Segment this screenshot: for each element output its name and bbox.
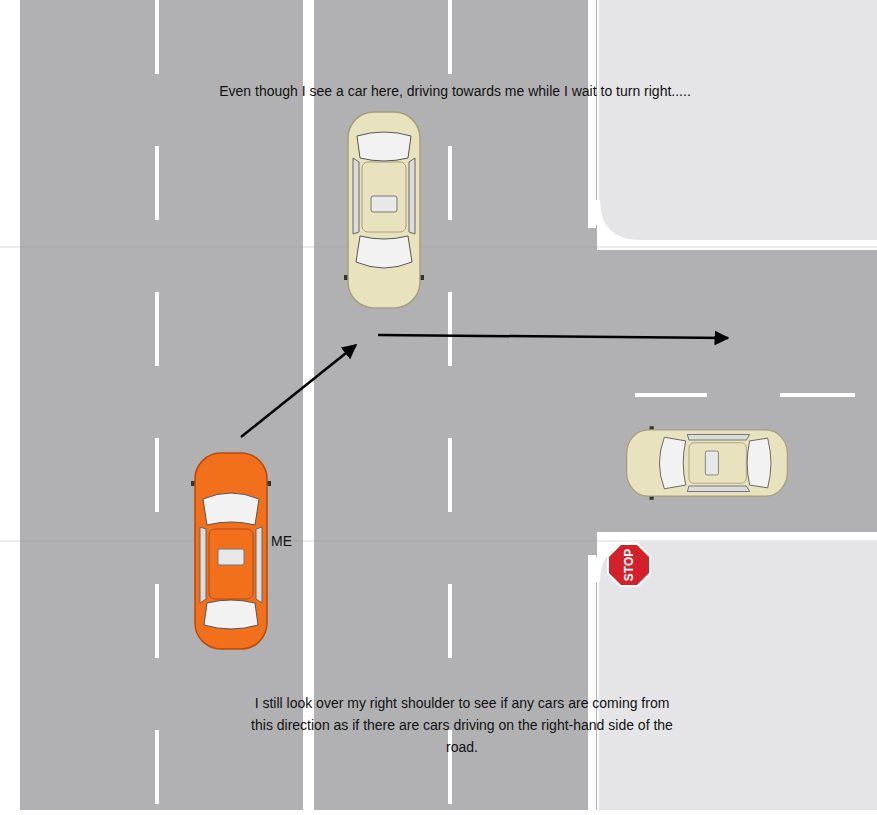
turn-arrow [378, 335, 728, 338]
stop-sign [607, 543, 651, 587]
note-text: I still look over my right shoulder to s… [250, 692, 674, 758]
note-text: Even though I see a car here, driving to… [150, 80, 760, 102]
lane-dash [155, 0, 159, 74]
lane-dash [780, 393, 855, 397]
stop-text: STOP [618, 543, 640, 587]
side-road [597, 250, 877, 532]
lane-dash [448, 584, 452, 658]
car [344, 112, 424, 308]
lane-dash [155, 584, 159, 658]
lane-dash [448, 438, 452, 512]
move-arrow [241, 345, 356, 437]
median-line [303, 0, 314, 810]
lane-dash [155, 146, 159, 220]
lane-dash [448, 0, 452, 74]
lane-dash [155, 292, 159, 366]
main-road [20, 0, 597, 810]
lane-dash [155, 730, 159, 804]
car [627, 426, 788, 500]
lane-dash [155, 438, 159, 512]
lane-dash [448, 146, 452, 220]
sidewalk [599, 0, 877, 240]
car [191, 453, 271, 649]
lane-dash [448, 292, 452, 366]
lane-dash [635, 393, 707, 397]
me-label: ME [271, 530, 292, 552]
sidewalk [599, 542, 877, 815]
